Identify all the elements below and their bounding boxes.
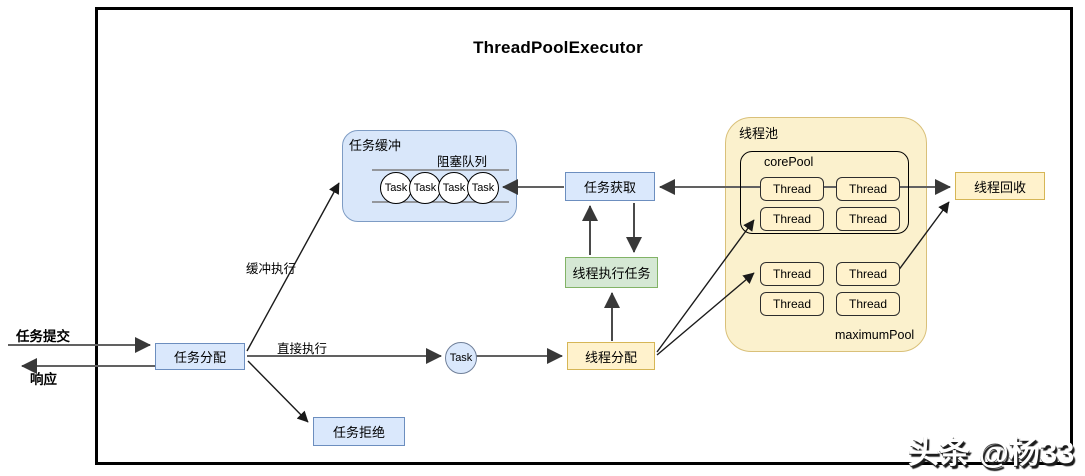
task-fetch-node: 任务获取	[565, 172, 655, 201]
direct-exec-label: 直接执行	[277, 342, 328, 356]
inflight-task-circle: Task	[445, 342, 477, 374]
diagram-title: ThreadPoolExecutor	[473, 38, 643, 57]
queue-task-circle: Task	[380, 172, 412, 204]
task-reject-node: 任务拒绝	[313, 417, 405, 446]
max-thread-node: Thread	[836, 292, 900, 316]
queue-task-circle: Task	[409, 172, 441, 204]
arrow-thread-to-recycle	[897, 201, 950, 272]
task-buffer-title: 任务缓冲	[349, 138, 402, 153]
task-submit-label: 任务提交	[16, 329, 70, 344]
core-thread-node: Thread	[836, 207, 900, 231]
max-thread-node: Thread	[760, 292, 824, 316]
core-thread-node: Thread	[760, 177, 824, 201]
thread-dispatch-node: 线程分配	[567, 342, 655, 370]
diagram-frame	[95, 7, 1073, 465]
blocking-queue-label: 阻塞队列	[437, 155, 488, 169]
arrow-dispatch-to-corepool	[656, 219, 755, 353]
thread-recycle-node: 线程回收	[955, 172, 1045, 200]
queue-task-circle: Task	[467, 172, 499, 204]
arrow-task-reject	[247, 360, 309, 423]
thread-exec-node: 线程执行任务	[565, 257, 658, 288]
thread-pool-title: 线程池	[739, 126, 779, 141]
max-thread-node: Thread	[760, 262, 824, 286]
response-label: 响应	[30, 372, 57, 387]
core-pool-label: corePool	[764, 155, 814, 169]
maximum-pool-label: maximumPool	[835, 328, 915, 342]
queue-task-circle: Task	[438, 172, 470, 204]
core-thread-node: Thread	[760, 207, 824, 231]
watermark-text: 头条 @杨33	[908, 435, 1075, 470]
task-dispatch-node: 任务分配	[155, 343, 245, 370]
core-pool-container	[740, 151, 909, 234]
max-thread-node: Thread	[836, 262, 900, 286]
arrow-dispatch-to-maxpool	[656, 272, 755, 356]
core-thread-node: Thread	[836, 177, 900, 201]
arrow-buffered-exec	[246, 182, 340, 352]
buffered-exec-label: 缓冲执行	[246, 262, 297, 276]
